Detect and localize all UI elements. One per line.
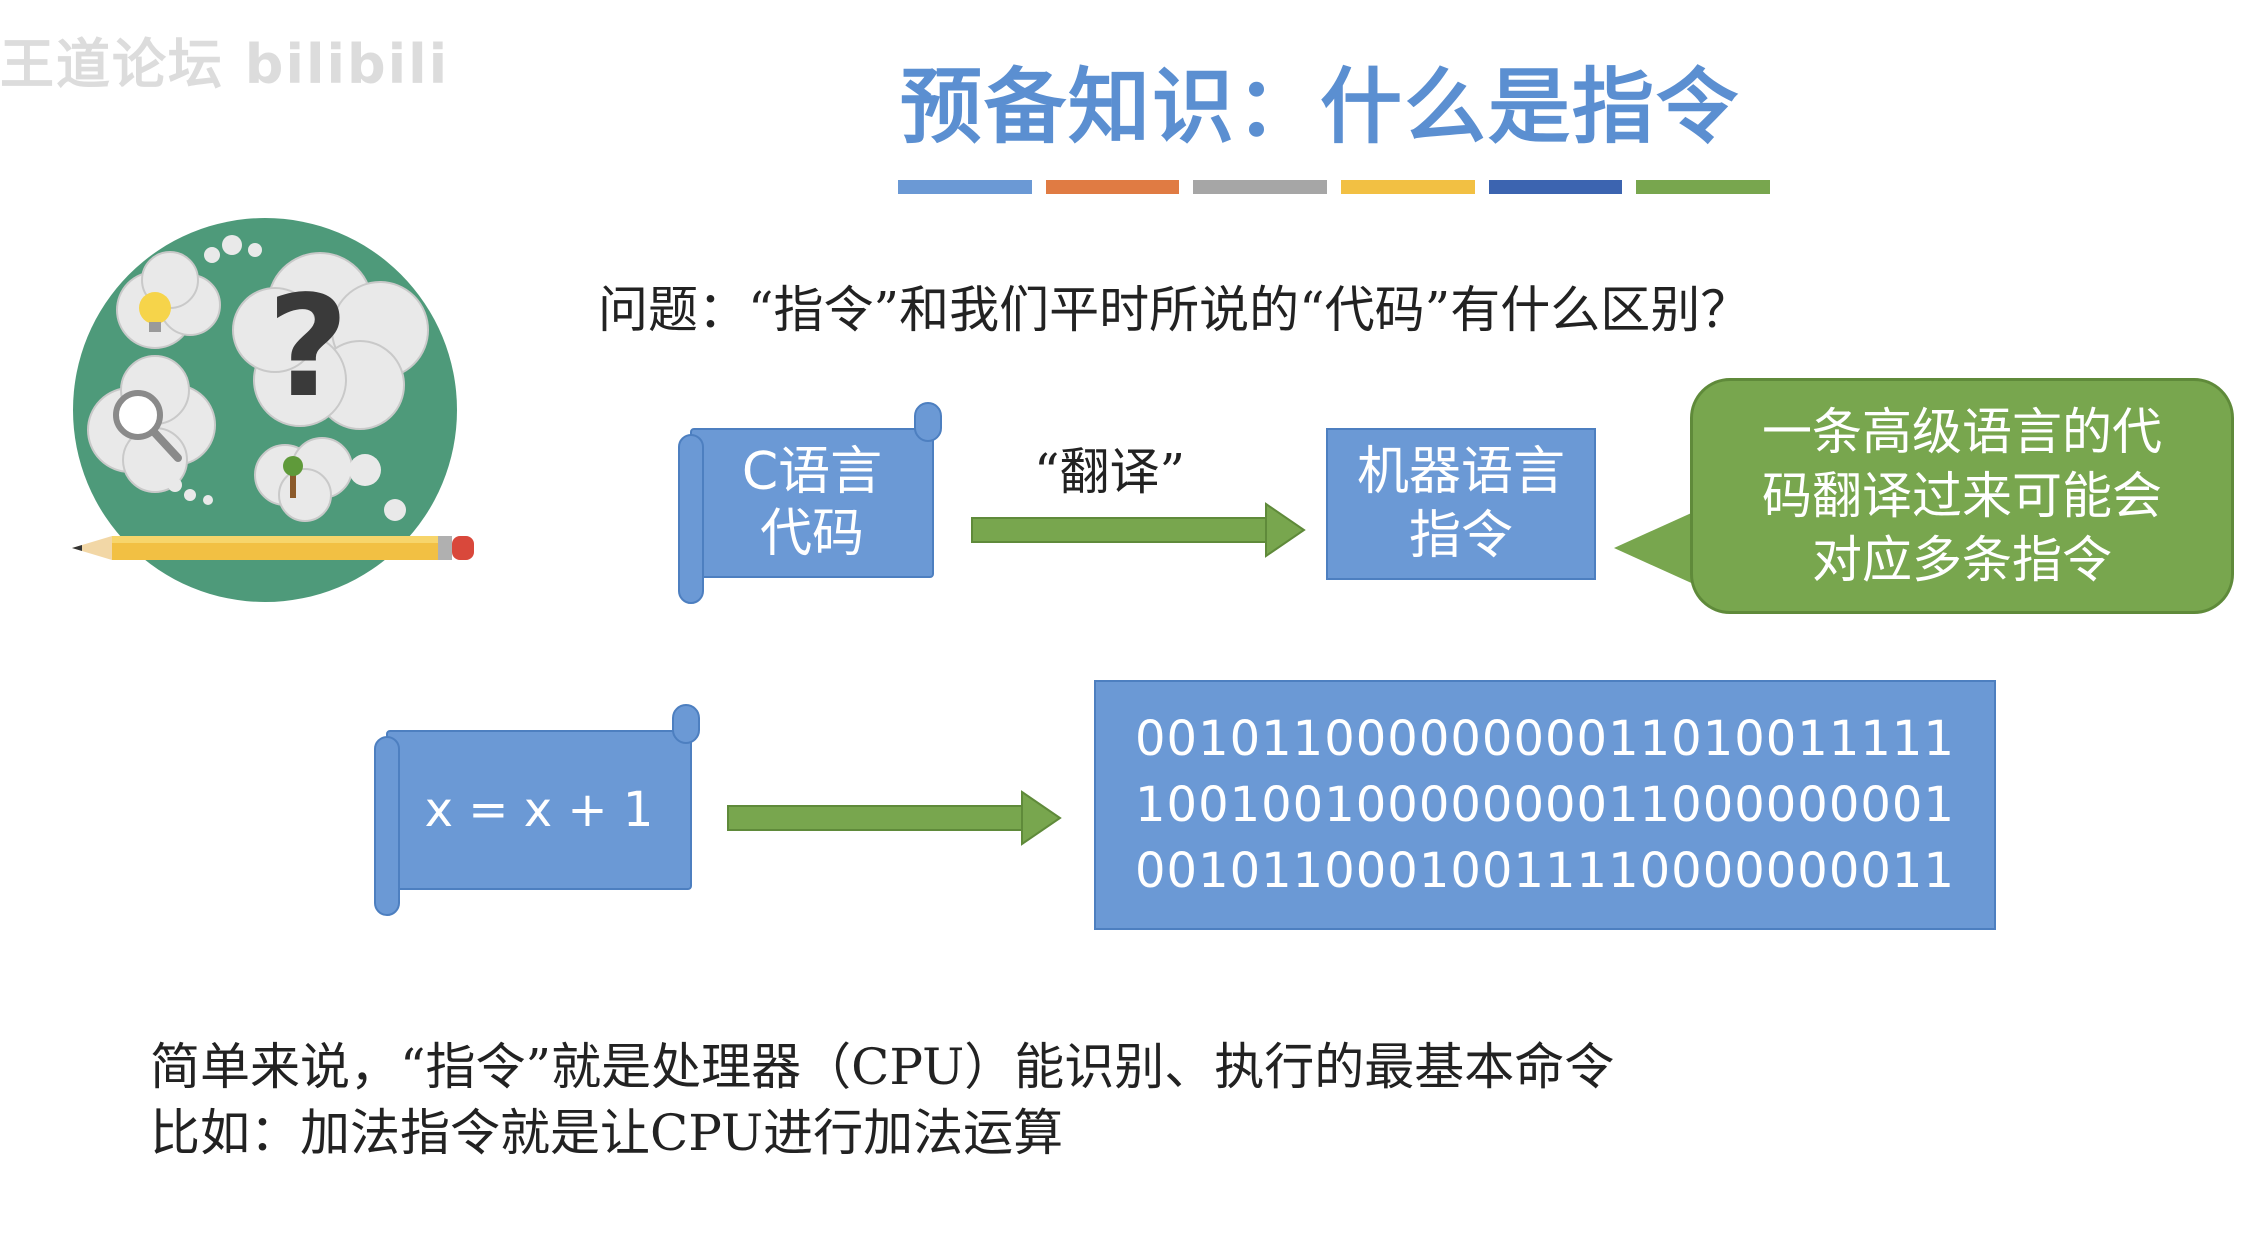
c-code-label: 代码	[759, 504, 864, 564]
translate-label: “翻译”	[1034, 443, 1186, 501]
callout-tail	[1614, 510, 1698, 586]
binary-line: 00101100010011110000000011	[1134, 843, 1955, 899]
right-arrow-icon	[727, 790, 1062, 846]
color-segment	[1193, 180, 1328, 194]
pencil-icon	[72, 536, 474, 560]
machine-label: 指令	[1408, 506, 1513, 566]
palm-tree-icon	[290, 468, 296, 498]
watermark: 王道论坛 bilibili	[0, 33, 450, 96]
title-color-bar	[898, 180, 1771, 194]
color-segment	[1636, 180, 1771, 194]
color-segment	[1045, 180, 1180, 194]
color-segment	[898, 180, 1032, 194]
callout-bubble: 一条高级语言的代 码翻译过来可能会 对应多条指令	[1690, 378, 2234, 614]
callout-text: 码翻译过来可能会	[1762, 467, 2162, 525]
example-code-box: x = x + 1	[374, 704, 700, 916]
machine-label: 机器语言	[1356, 442, 1565, 502]
thinking-illustration-icon: ?	[72, 218, 474, 602]
summary-text: 简单来说，“指令”就是处理器（CPU）能识别、执行的最基本命令 比如：加法指令就…	[150, 1034, 1614, 1166]
binary-instructions-box: 00101100000000011010011111 1001001000000…	[1094, 680, 1996, 930]
machine-instruction-box: 机器语言 指令	[1326, 428, 1596, 580]
c-code-box: C语言 代码	[678, 402, 942, 604]
magnifier-icon	[113, 390, 163, 440]
example-code: x = x + 1	[424, 782, 654, 838]
c-code-label: C语言	[741, 442, 883, 502]
summary-line: 简单来说，“指令”就是处理器（CPU）能识别、执行的最基本命令	[150, 1038, 1615, 1096]
callout-text: 对应多条指令	[1812, 531, 2112, 589]
color-segment	[1488, 180, 1623, 194]
right-arrow-icon	[971, 502, 1306, 558]
summary-line: 比如：加法指令就是让CPU进行加法运算	[150, 1104, 1064, 1162]
callout-text: 一条高级语言的代	[1762, 403, 2162, 461]
question-mark-icon: ?	[267, 266, 348, 429]
lightbulb-icon	[139, 292, 171, 324]
color-segment	[1341, 180, 1475, 194]
binary-line: 10010010000000011000000001	[1134, 777, 1955, 833]
binary-line: 00101100000000011010011111	[1134, 711, 1955, 767]
slide-title: 预备知识：什么是指令	[900, 60, 1741, 155]
question-text: 问题：“指令”和我们平时所说的“代码”有什么区别？	[598, 281, 1751, 339]
